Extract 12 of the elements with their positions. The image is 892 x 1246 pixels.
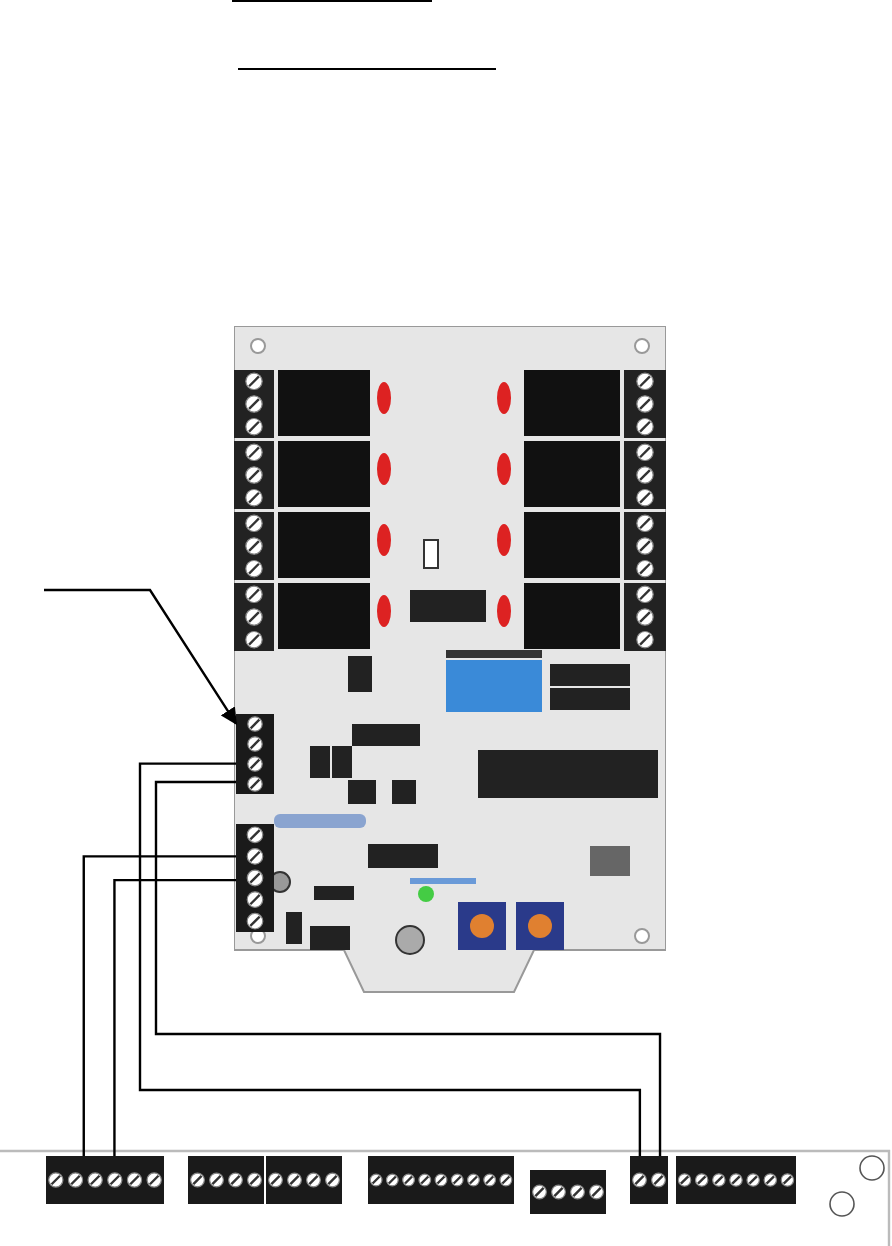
terminal-block [630,1156,668,1204]
terminal-block [368,1156,514,1204]
terminal-block [188,1156,264,1204]
terminal-block [46,1156,164,1204]
leader-line [44,588,237,725]
terminal-block [236,824,274,932]
wire [82,855,236,1156]
terminal-block [676,1156,796,1204]
wire [113,878,236,1156]
terminal-block [530,1170,606,1214]
terminal-block [266,1156,342,1204]
terminal-block [236,714,274,794]
